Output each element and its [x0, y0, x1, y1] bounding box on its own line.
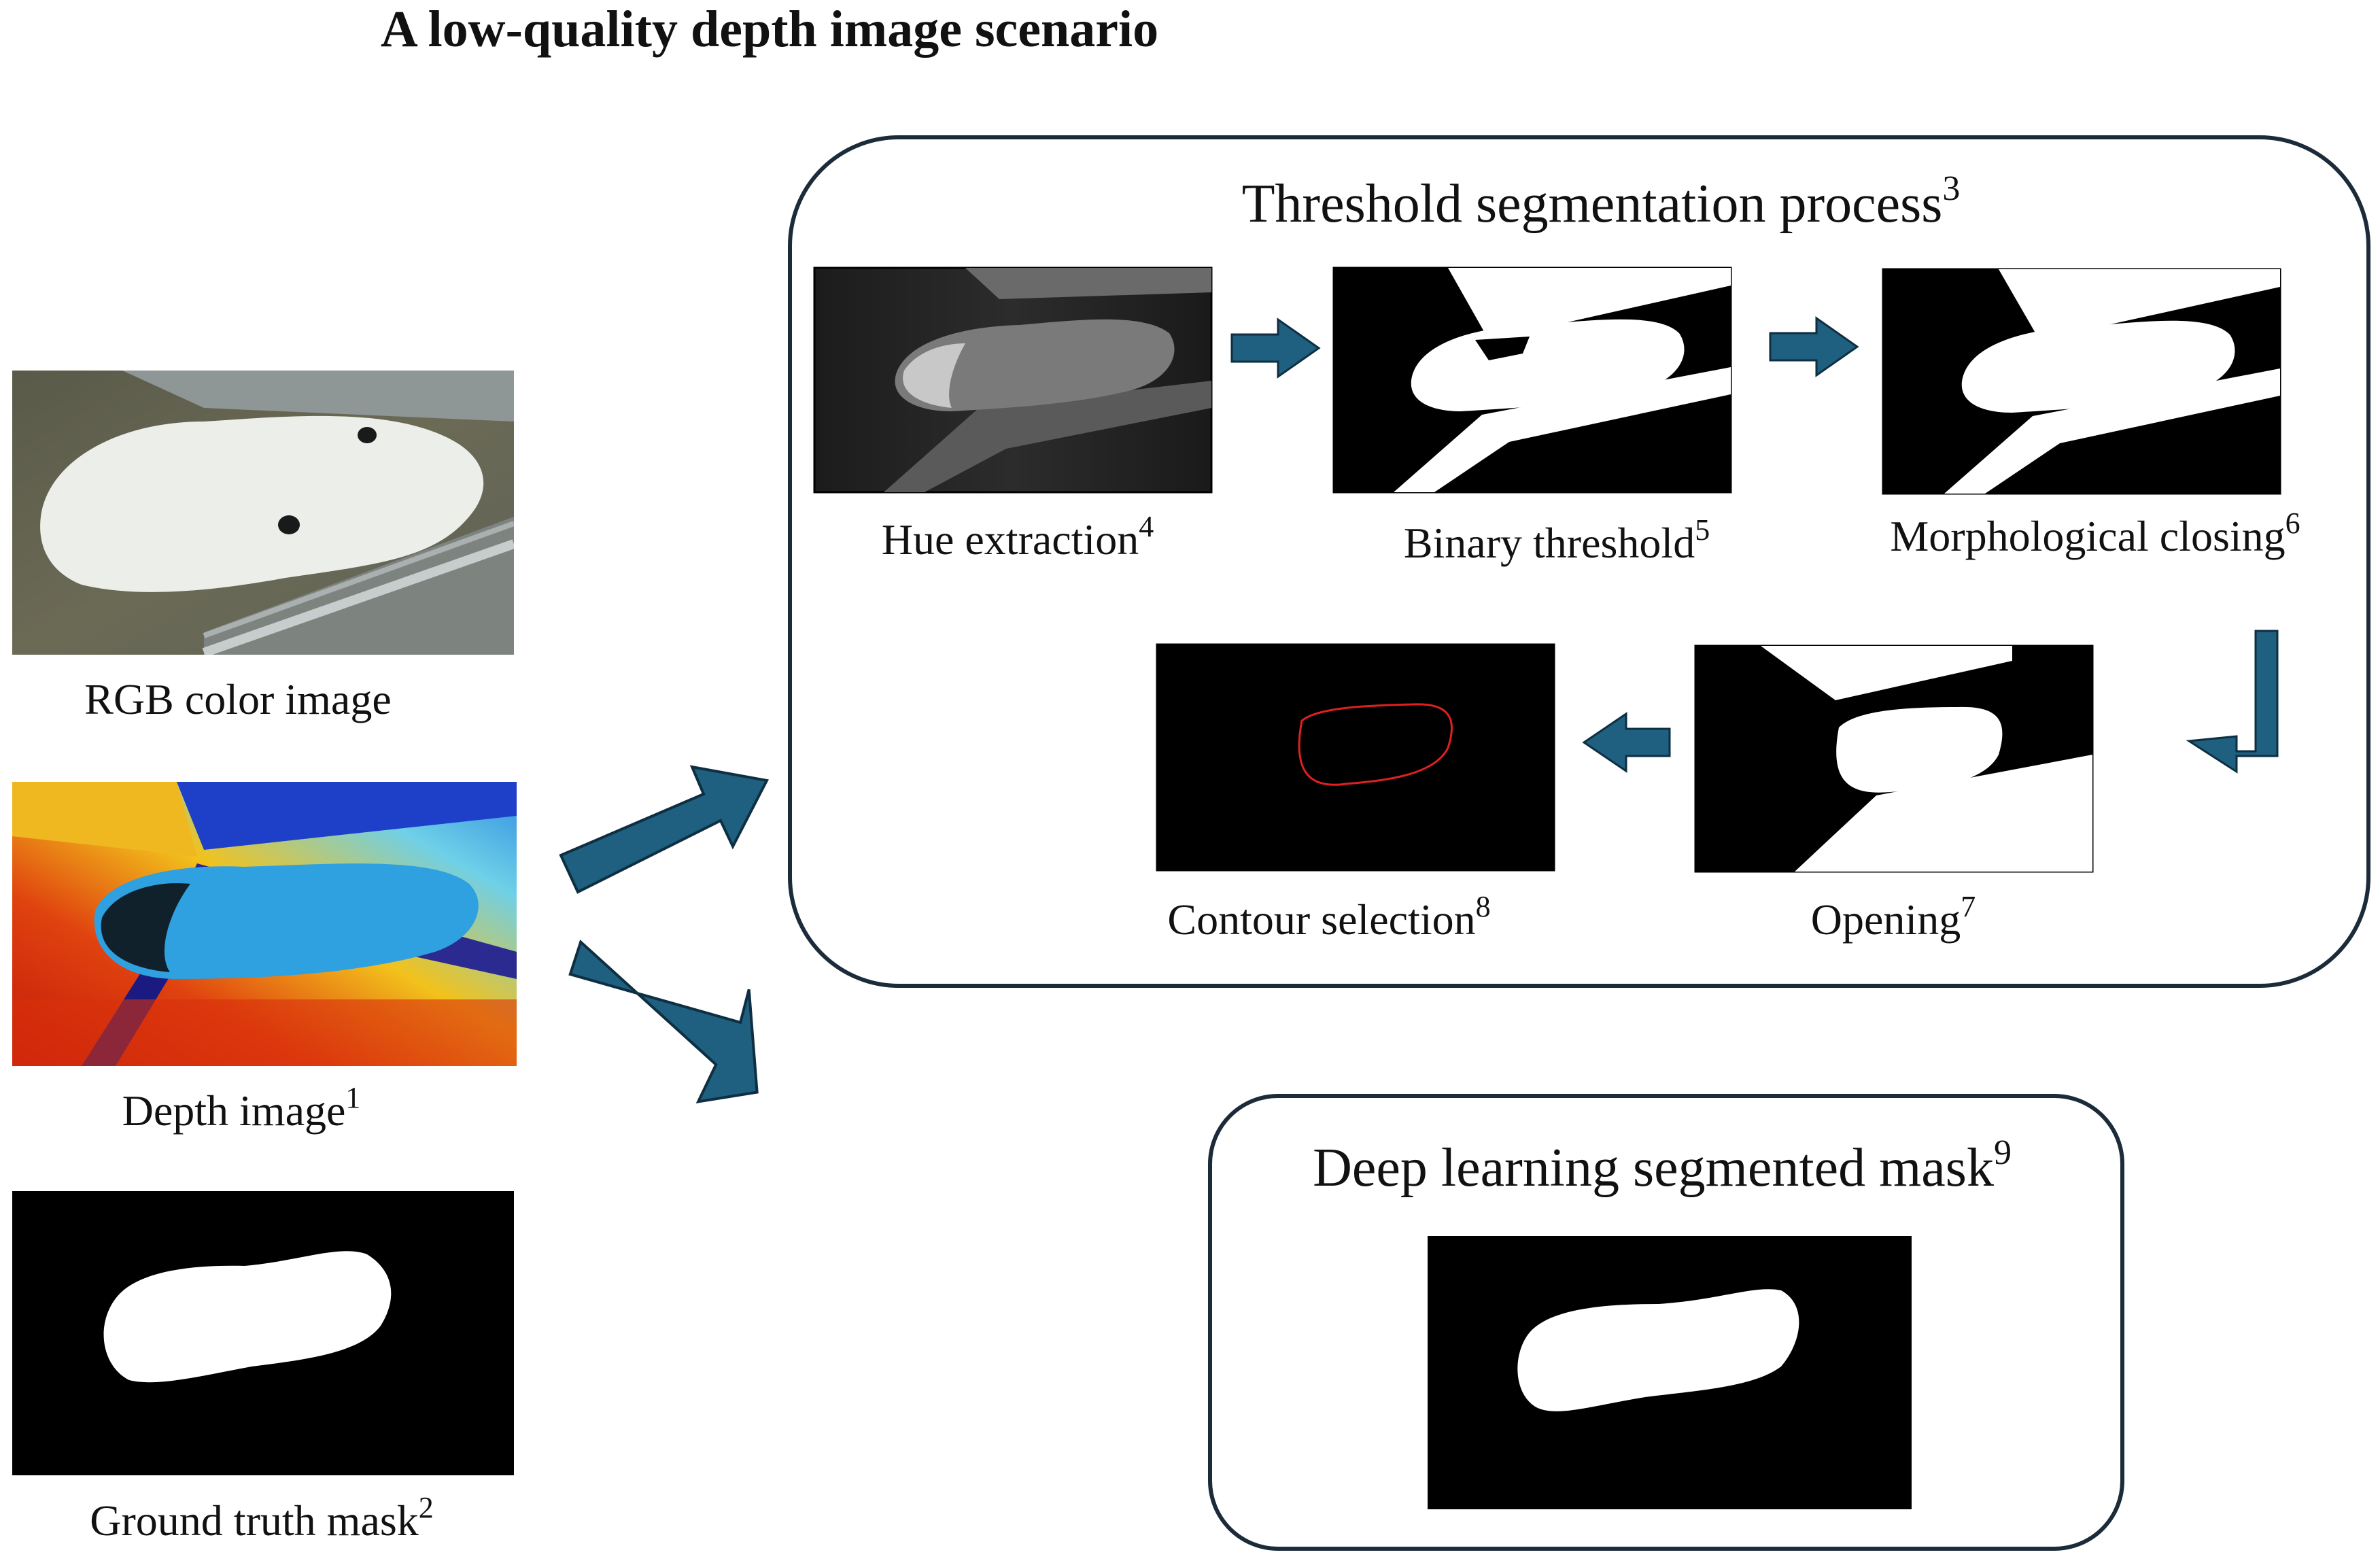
depth-image [12, 782, 517, 1066]
arrow-step-3-to-4 [2186, 630, 2279, 774]
arrow-to-threshold-panel [559, 765, 770, 894]
deep-learning-panel [1208, 1094, 2124, 1551]
gt-label: Ground truth mask2 [90, 1491, 434, 1545]
figure-title: A low-quality depth image scenario [381, 1, 1158, 58]
ground-truth-mask [12, 1191, 514, 1475]
arrow-to-deep-panel [568, 939, 759, 1104]
arrow-step-4-to-5 [1582, 712, 1671, 773]
binary-threshold-image [1332, 267, 1732, 494]
arrow-step-2-to-3 [1769, 316, 1859, 377]
deep-learning-mask-image [1428, 1236, 1912, 1509]
hue-extraction-image [813, 267, 1213, 494]
step-label-binary-threshold: Binary threshold5 [1404, 513, 1710, 567]
deep-learning-panel-title: Deep learning segmented mask9 [1313, 1133, 2012, 1198]
rgb-label: RGB color image [84, 675, 391, 723]
step-label-morphological-closing: Morphological closing6 [1890, 506, 2300, 560]
step-label-contour-selection: Contour selection8 [1167, 890, 1490, 944]
threshold-panel [788, 135, 2370, 988]
morphological-closing-image [1882, 268, 2281, 495]
rgb-color-image [12, 371, 514, 655]
threshold-panel-title: Threshold segmentation process3 [1242, 169, 1961, 234]
opening-image [1694, 645, 2094, 873]
arrow-step-1-to-2 [1230, 317, 1321, 379]
step-label-hue-extraction: Hue extraction4 [882, 510, 1154, 564]
step-label-opening: Opening7 [1811, 890, 1976, 944]
depth-label: Depth image1 [122, 1081, 361, 1135]
contour-selection-image [1156, 643, 1555, 872]
